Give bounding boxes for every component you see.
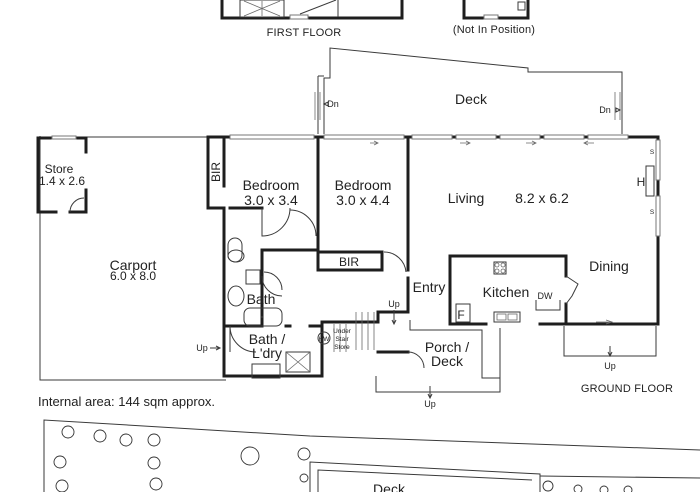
store-name: Store: [45, 162, 74, 176]
first-floor-inset: [220, 0, 404, 20]
bedroom1-size: 3.0 x 3.4: [244, 192, 298, 208]
right-wall-details: S S: [645, 139, 661, 237]
up-carport-label: Up: [196, 343, 208, 353]
svg-text:S: S: [650, 209, 655, 216]
h-label: H: [637, 175, 646, 189]
fridge-label: F: [457, 308, 464, 322]
under-stair-line2: Stair: [335, 336, 349, 343]
carport-size: 6.0 x 8.0: [110, 269, 156, 283]
bedroom2-name: Bedroom: [335, 177, 392, 193]
dn-left-arrow: [322, 101, 329, 107]
fixtures: [227, 237, 561, 379]
bedroom2-size: 3.0 x 4.4: [336, 192, 390, 208]
dn-left-label: Dn: [327, 99, 339, 109]
stairs: [333, 312, 375, 352]
not-in-position-label: (Not In Position): [453, 24, 535, 36]
deck-top-outline: [314, 47, 623, 134]
porch-line1: Porch /: [425, 339, 469, 355]
under-stair-line1: Under: [333, 328, 352, 335]
up-dining-label: Up: [604, 361, 616, 371]
ground-floor-label: GROUND FLOOR: [581, 383, 673, 395]
bir-left-label: BIR: [209, 162, 223, 182]
doors: [229, 207, 614, 369]
not-in-position-inset: [462, 0, 530, 20]
kitchen-label: Kitchen: [483, 284, 530, 300]
bedroom1-name: Bedroom: [243, 177, 300, 193]
site-plan: [43, 419, 700, 492]
living-size: 8.2 x 6.2: [515, 190, 569, 206]
under-stair-line3: Store: [334, 344, 350, 351]
svg-text:S: S: [650, 149, 655, 156]
bath-laundry-line1: Bath /: [249, 331, 286, 347]
up-porch-label: Up: [424, 399, 436, 409]
dn-right-arrow: [615, 107, 622, 113]
up-arrows: [210, 310, 613, 400]
carport-name: Carport: [110, 257, 157, 273]
bir-mid-label: BIR: [339, 255, 359, 269]
dining-label: Dining: [589, 258, 629, 274]
internal-area-note: Internal area: 144 sqm approx.: [38, 394, 215, 409]
porch-line2: Deck: [431, 353, 464, 369]
dn-right-label: Dn: [599, 105, 611, 115]
first-floor-label: FIRST FLOOR: [267, 27, 342, 39]
living-name: Living: [448, 190, 485, 206]
hw-label: HW: [319, 336, 331, 343]
store-size: 1.4 x 2.6: [39, 174, 85, 188]
bath-laundry-line2: L'dry: [252, 345, 282, 361]
deck-label: Deck: [455, 91, 488, 107]
up-stairs-label: Up: [388, 299, 400, 309]
site-deck-label: Deck: [373, 481, 406, 492]
entry-label: Entry: [413, 279, 446, 295]
top-windows: [51, 134, 629, 146]
dw-label: DW: [538, 291, 553, 301]
bath-label: Bath: [247, 291, 276, 307]
